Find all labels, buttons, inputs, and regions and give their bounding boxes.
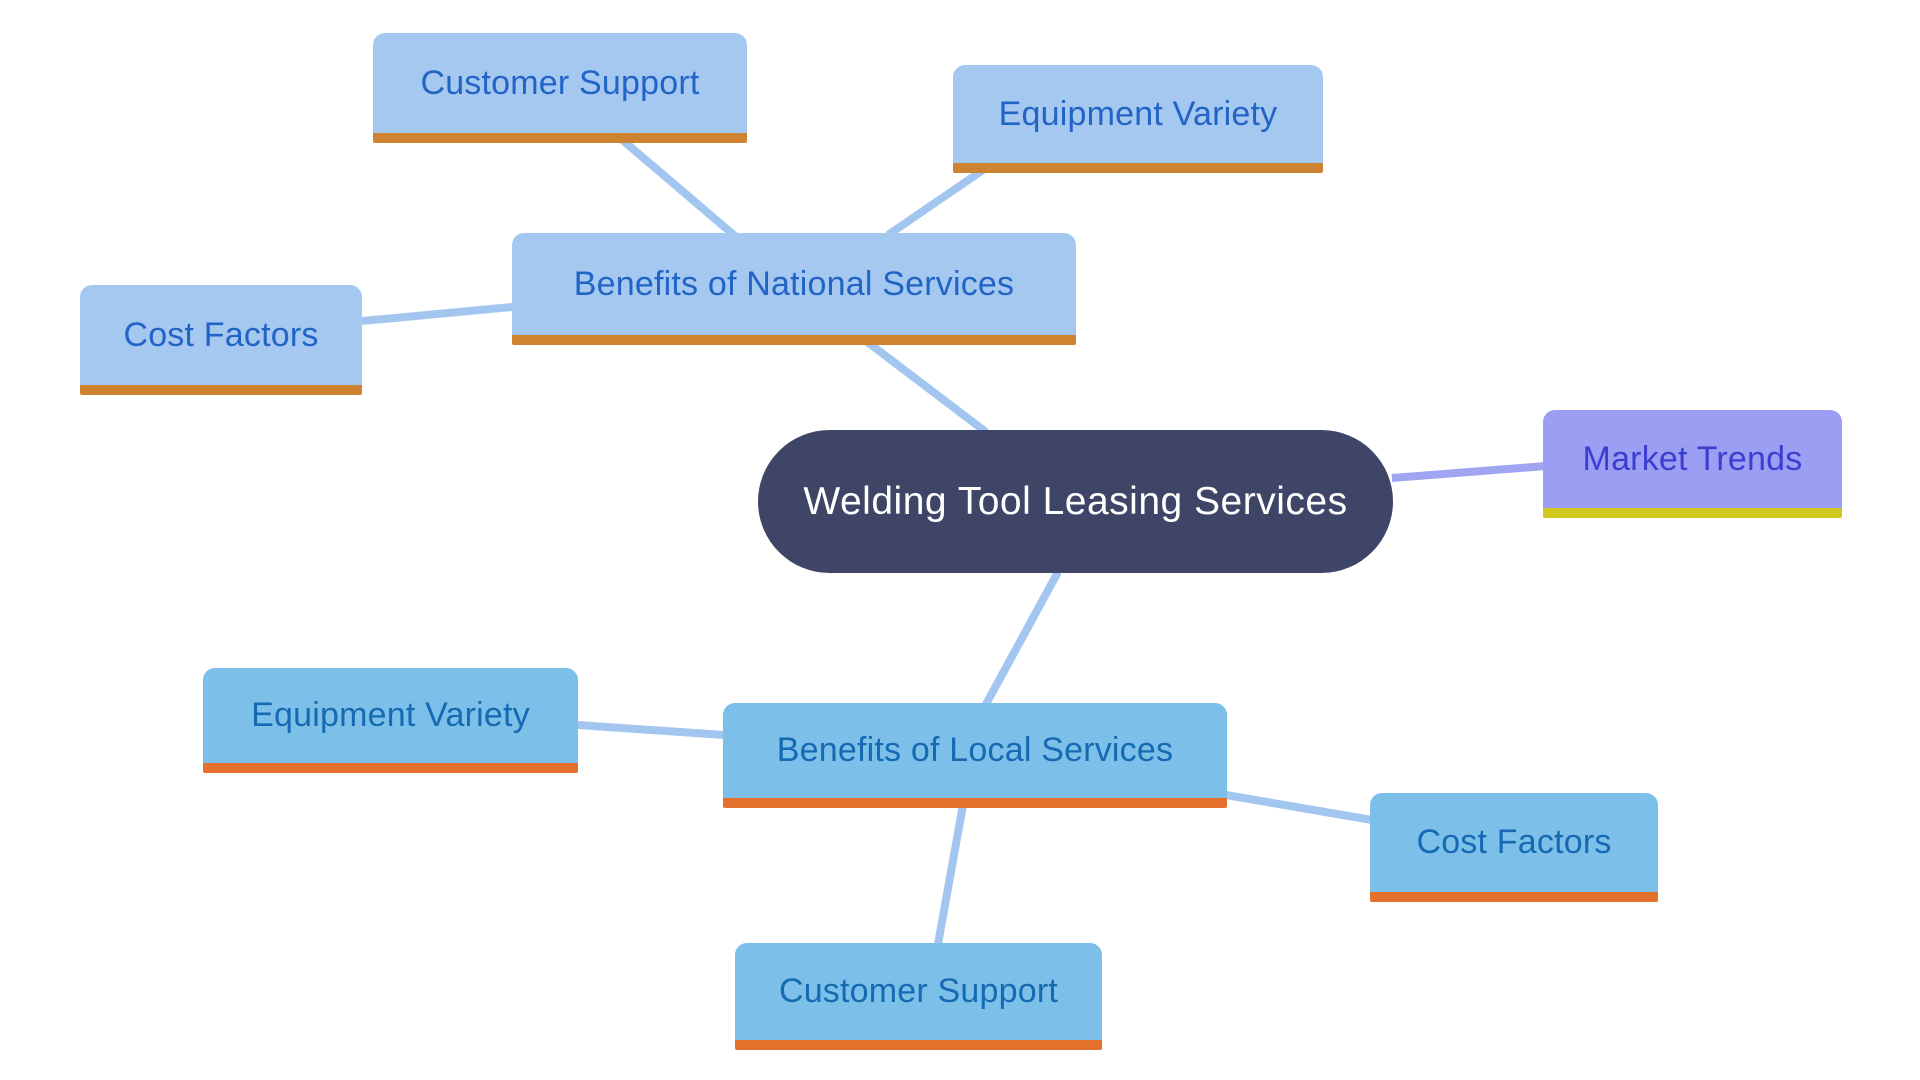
node-customer-support-national: Customer Support [373, 33, 747, 143]
node-benefits-national: Benefits of National Services [512, 233, 1076, 345]
edge-root-local [981, 570, 1062, 708]
node-cost-factors-local: Cost Factors [1370, 793, 1658, 902]
node-customer-support-local: Customer Support [735, 943, 1102, 1050]
edge-root-national [863, 337, 989, 436]
node-equipment-variety-national: Equipment Variety [953, 65, 1323, 173]
node-benefits-local: Benefits of Local Services [723, 703, 1227, 808]
node-root: Welding Tool Leasing Services [758, 430, 1393, 573]
edge-national-customer-support [617, 134, 738, 240]
edge-national-cost-factors [361, 303, 513, 325]
node-equipment-variety-local: Equipment Variety [203, 668, 578, 773]
edge-root-market [1391, 462, 1547, 482]
edge-national-equipment-variety [885, 166, 986, 239]
node-market-trends: Market Trends [1543, 410, 1842, 518]
edge-local-cost-factors [1225, 791, 1373, 824]
node-cost-factors-national: Cost Factors [80, 285, 362, 395]
edge-local-customer-support [934, 804, 967, 945]
edge-local-equipment-variety [577, 721, 725, 739]
